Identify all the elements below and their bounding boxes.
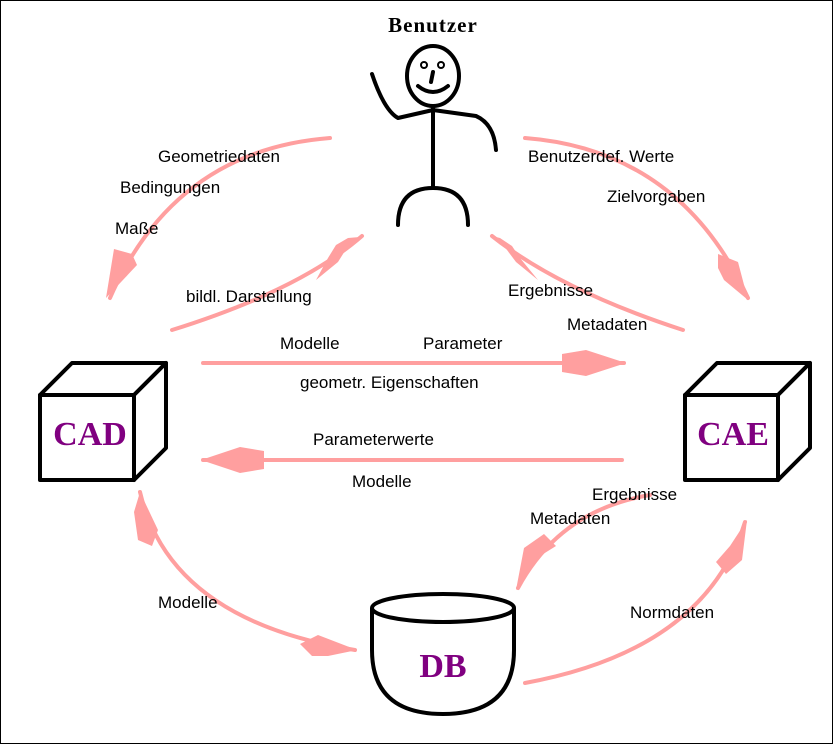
user-arm-right bbox=[431, 108, 498, 152]
label-bildl-darstellung: bildl. Darstellung bbox=[186, 287, 312, 306]
label-metadaten-bottom: Metadaten bbox=[530, 509, 610, 528]
label-geometr-eigenschaften: geometr. Eigenschaften bbox=[300, 373, 479, 392]
arrow-cae-to-db bbox=[516, 493, 652, 590]
user-smile bbox=[416, 84, 450, 94]
user-legs bbox=[396, 186, 470, 227]
arrow-user-to-cad bbox=[106, 136, 332, 300]
user-title: Benutzer bbox=[388, 13, 478, 37]
label-ergebnisse-top: Ergebnisse bbox=[508, 281, 593, 300]
db-label: DB bbox=[419, 648, 466, 685]
arrow-cae-to-cad bbox=[201, 447, 624, 473]
label-modelle-middle: Modelle bbox=[352, 472, 412, 491]
user-stick-figure bbox=[370, 44, 498, 227]
cae-box: CAE bbox=[683, 361, 812, 482]
user-arm-left bbox=[370, 72, 435, 120]
arrow-db-to-cae bbox=[523, 520, 747, 685]
cad-label: CAD bbox=[53, 416, 127, 453]
user-nose bbox=[429, 70, 435, 84]
arrow-user-to-cae bbox=[523, 136, 750, 300]
label-parameterwerte: Parameterwerte bbox=[313, 430, 434, 449]
label-modelle-bottom: Modelle bbox=[158, 593, 218, 612]
cae-label: CAE bbox=[697, 416, 769, 453]
label-ergebnisse-bottom: Ergebnisse bbox=[592, 485, 677, 504]
label-benutzerdef-werte: Benutzerdef. Werte bbox=[528, 147, 674, 166]
label-parameter: Parameter bbox=[423, 334, 503, 353]
db-cylinder: DB bbox=[370, 592, 516, 716]
label-bedingungen: Bedingungen bbox=[120, 178, 220, 197]
arrow-cae-to-user bbox=[490, 234, 685, 332]
label-modelle-top: Modelle bbox=[280, 334, 340, 353]
label-masse: Maße bbox=[115, 219, 158, 238]
user-eye-left bbox=[420, 61, 428, 69]
cad-box: CAD bbox=[38, 361, 168, 482]
label-metadaten-top: Metadaten bbox=[567, 315, 647, 334]
arrow-cad-db bbox=[134, 490, 357, 656]
user-eye-right bbox=[437, 61, 445, 69]
label-normdaten: Normdaten bbox=[630, 603, 714, 622]
label-zielvorgaben: Zielvorgaben bbox=[607, 187, 705, 206]
label-geometriedaten: Geometriedaten bbox=[158, 147, 280, 166]
arrow-cad-to-cae bbox=[201, 350, 626, 376]
arrow-cad-to-user bbox=[170, 234, 364, 332]
